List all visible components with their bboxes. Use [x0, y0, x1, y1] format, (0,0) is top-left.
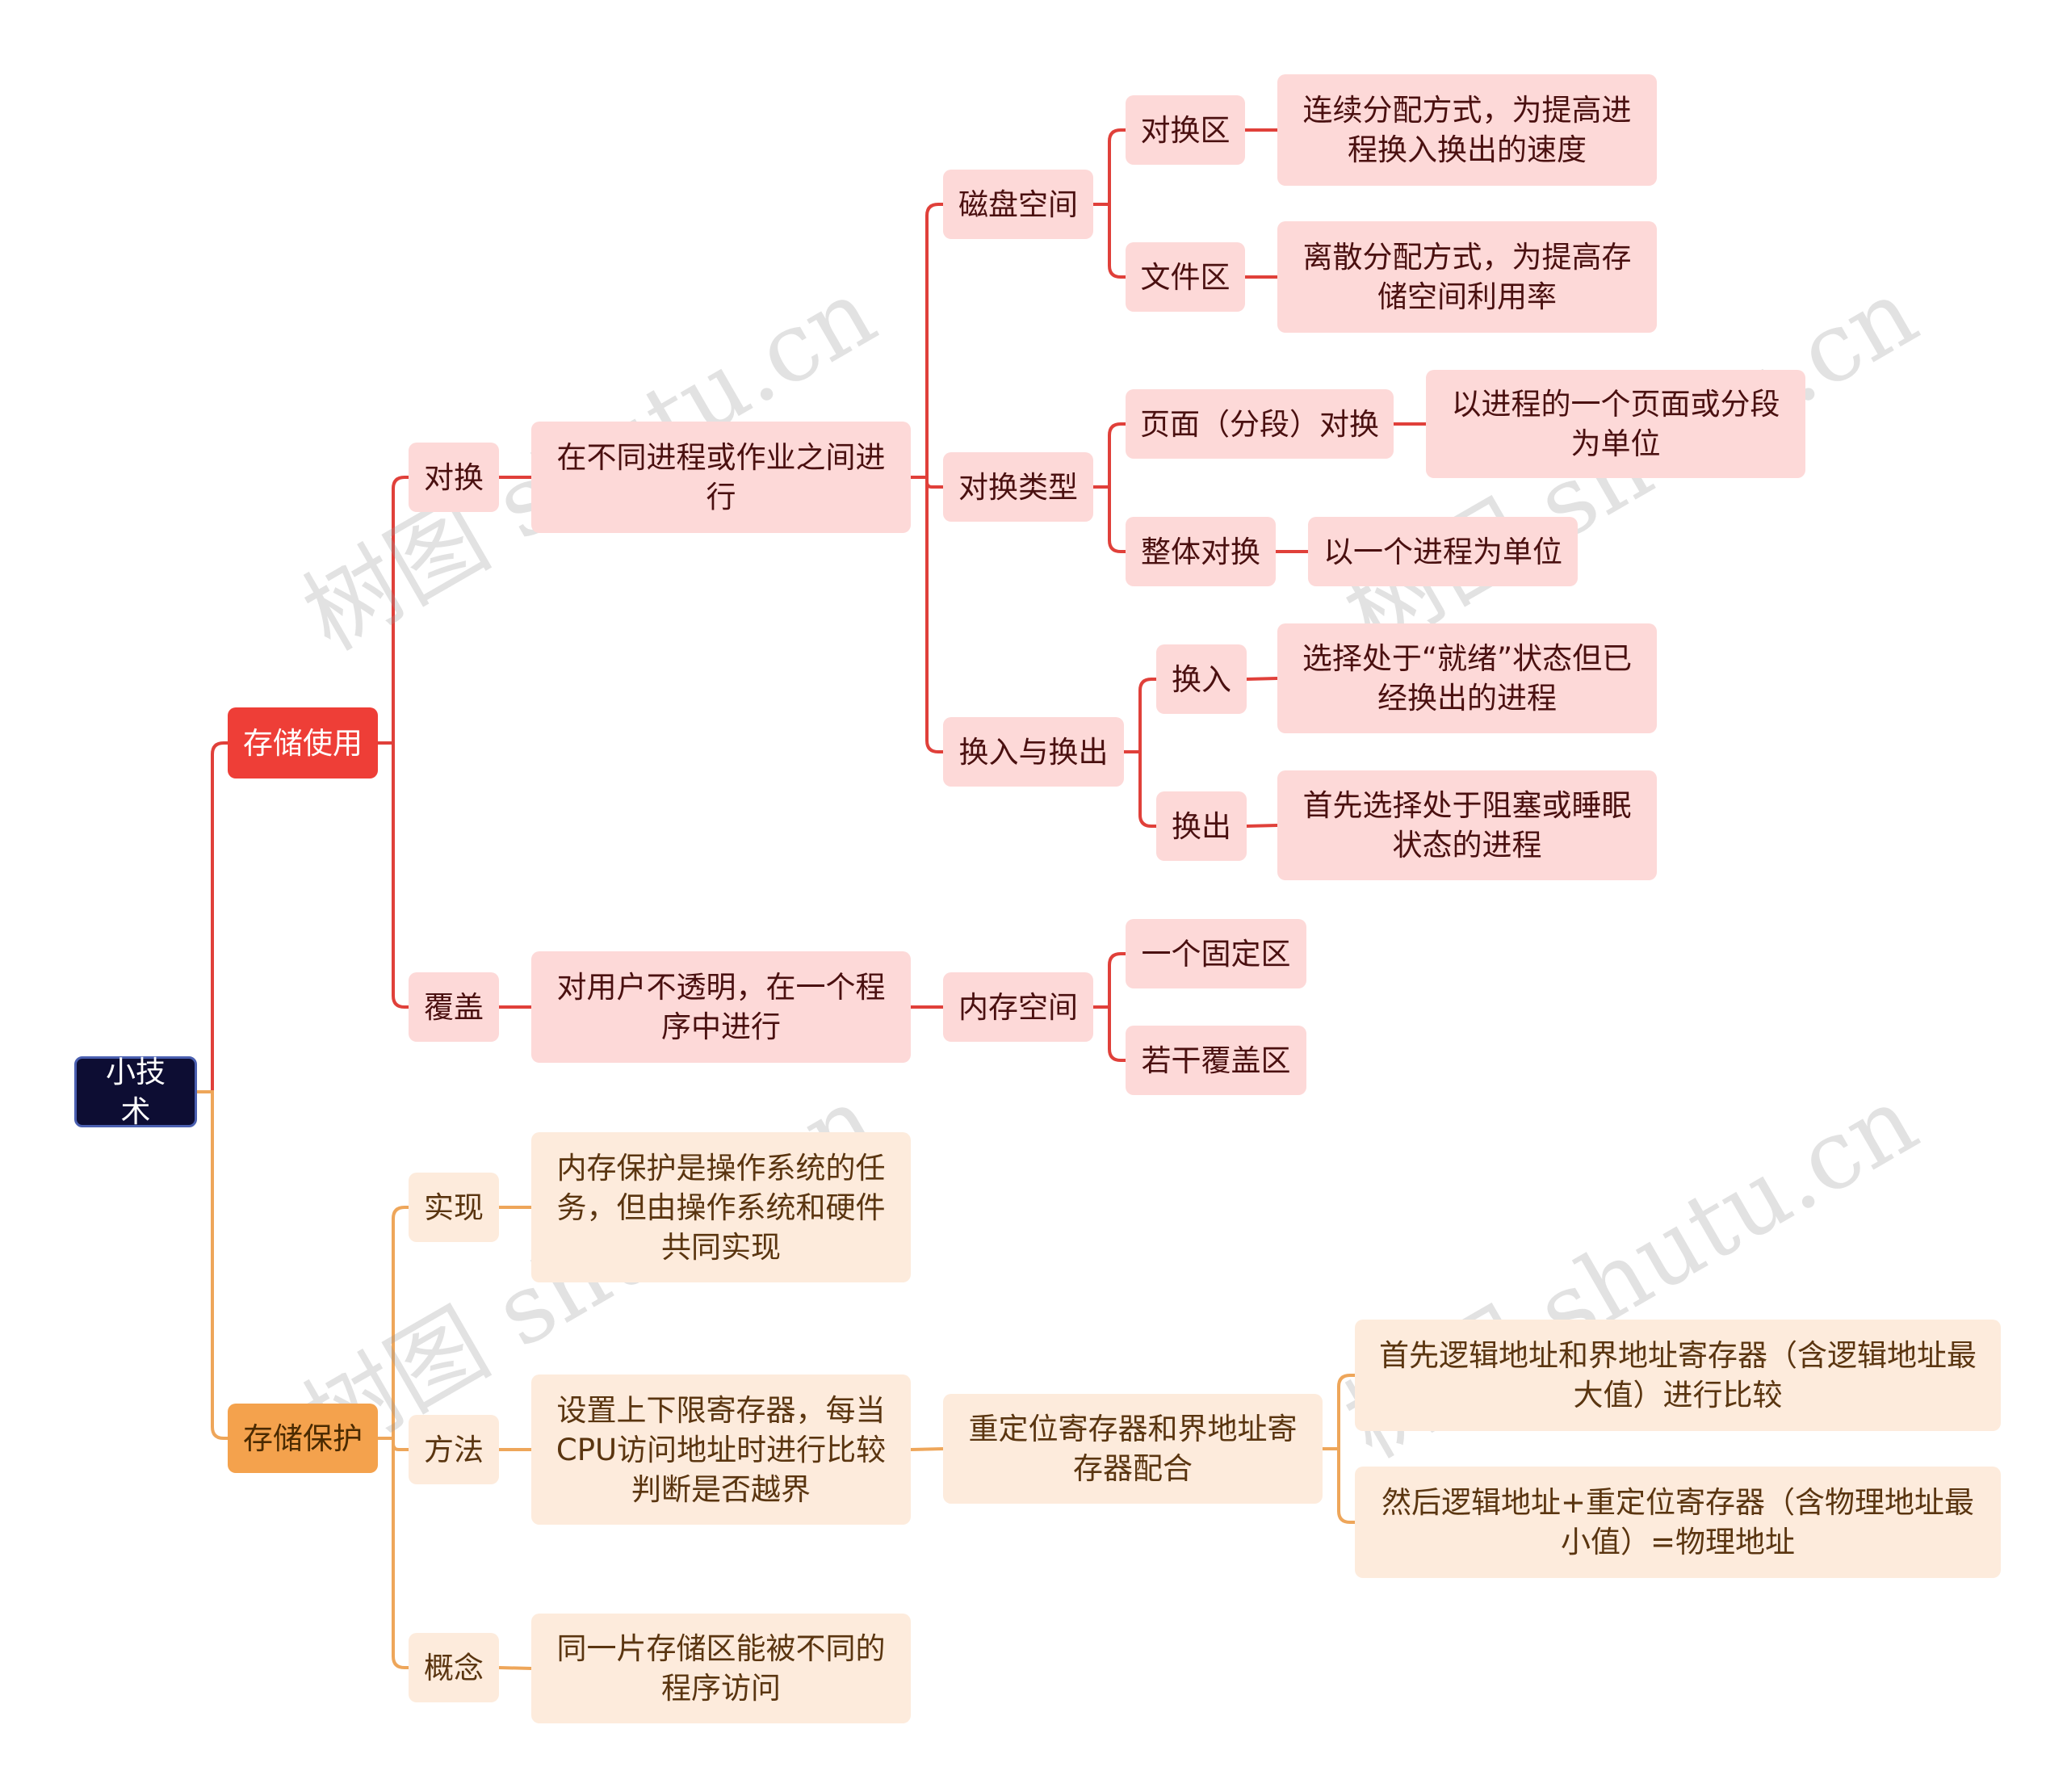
method-description[interactable]: 设置上下限寄存器，每当CPU访问地址时进行比较判断是否越界 [531, 1374, 911, 1525]
relocation-node[interactable]: 重定位寄存器和界地址寄存器配合 [943, 1394, 1323, 1504]
connector-line [1093, 485, 1126, 553]
swap-out-description[interactable]: 首先选择处于阻塞或睡眠状态的进程 [1277, 770, 1657, 880]
connector-line [378, 1206, 409, 1440]
file-area-node[interactable]: 文件区 [1126, 242, 1245, 312]
page-swap-node[interactable]: 页面（分段）对换 [1126, 389, 1394, 459]
swap-in-out-node[interactable]: 换入与换出 [943, 717, 1124, 787]
connector-line [910, 1447, 944, 1451]
overlay-node[interactable]: 覆盖 [409, 972, 499, 1042]
connector-line [1093, 128, 1126, 206]
concept-description[interactable]: 同一片存储区能被不同的程序访问 [531, 1614, 911, 1723]
overlay-description[interactable]: 对用户不透明，在一个程序中进行 [531, 951, 911, 1063]
page-swap-description[interactable]: 以进程的一个页面或分段为单位 [1426, 370, 1805, 478]
swap-type-node[interactable]: 对换类型 [943, 452, 1093, 522]
swap-area-node[interactable]: 对换区 [1126, 95, 1245, 165]
connector-line [911, 476, 943, 753]
swap-in-node[interactable]: 换入 [1156, 644, 1247, 714]
disk-space-node[interactable]: 磁盘空间 [943, 170, 1093, 239]
connector-line [197, 1090, 228, 1440]
swap-node[interactable]: 对换 [409, 443, 499, 512]
root-node[interactable]: 小技术 [74, 1055, 197, 1129]
swap-description[interactable]: 在不同进程或作业之间进行 [531, 422, 911, 533]
connector-line [1323, 1447, 1355, 1524]
connector-line [378, 741, 409, 1009]
swap-in-description[interactable]: 选择处于“就绪”状态但已经换出的进程 [1277, 623, 1657, 733]
concept-node[interactable]: 概念 [409, 1633, 499, 1702]
implement-description[interactable]: 内存保护是操作系统的任务，但由操作系统和硬件共同实现 [531, 1132, 911, 1282]
file-area-description[interactable]: 离散分配方式，为提高存储空间利用率 [1277, 221, 1657, 333]
connector-line [1246, 824, 1278, 828]
connector-line [1093, 422, 1126, 489]
connector-line [378, 476, 409, 745]
connector-line [1124, 750, 1156, 828]
whole-swap-node[interactable]: 整体对换 [1126, 517, 1276, 586]
connector-line [378, 1437, 409, 1669]
swap-area-description[interactable]: 连续分配方式，为提高进程换入换出的速度 [1277, 74, 1657, 186]
connector-line [1093, 952, 1126, 1009]
connector-line [197, 741, 228, 1093]
implement-node[interactable]: 实现 [409, 1173, 499, 1242]
connector-line [1124, 678, 1156, 753]
whole-swap-description[interactable]: 以一个进程为单位 [1308, 517, 1578, 586]
storage-use-node[interactable]: 存储使用 [228, 707, 378, 778]
method-node[interactable]: 方法 [409, 1415, 499, 1484]
swap-out-node[interactable]: 换出 [1156, 791, 1247, 861]
then-add-node[interactable]: 然后逻辑地址+重定位寄存器（含物理地址最小值）=物理地址 [1355, 1467, 2001, 1578]
connector-line [1246, 677, 1278, 681]
connector-line [1093, 203, 1126, 279]
connector-line [1323, 1374, 1355, 1450]
overlay-areas-node[interactable]: 若干覆盖区 [1126, 1026, 1306, 1095]
connector-line [911, 203, 943, 479]
memory-space-node[interactable]: 内存空间 [943, 972, 1093, 1042]
compare-first-node[interactable]: 首先逻辑地址和界地址寄存器（含逻辑地址最大值）进行比较 [1355, 1320, 2001, 1431]
fixed-area-node[interactable]: 一个固定区 [1126, 919, 1306, 988]
storage-protect-node[interactable]: 存储保护 [228, 1404, 378, 1473]
connector-line [1093, 1005, 1126, 1062]
